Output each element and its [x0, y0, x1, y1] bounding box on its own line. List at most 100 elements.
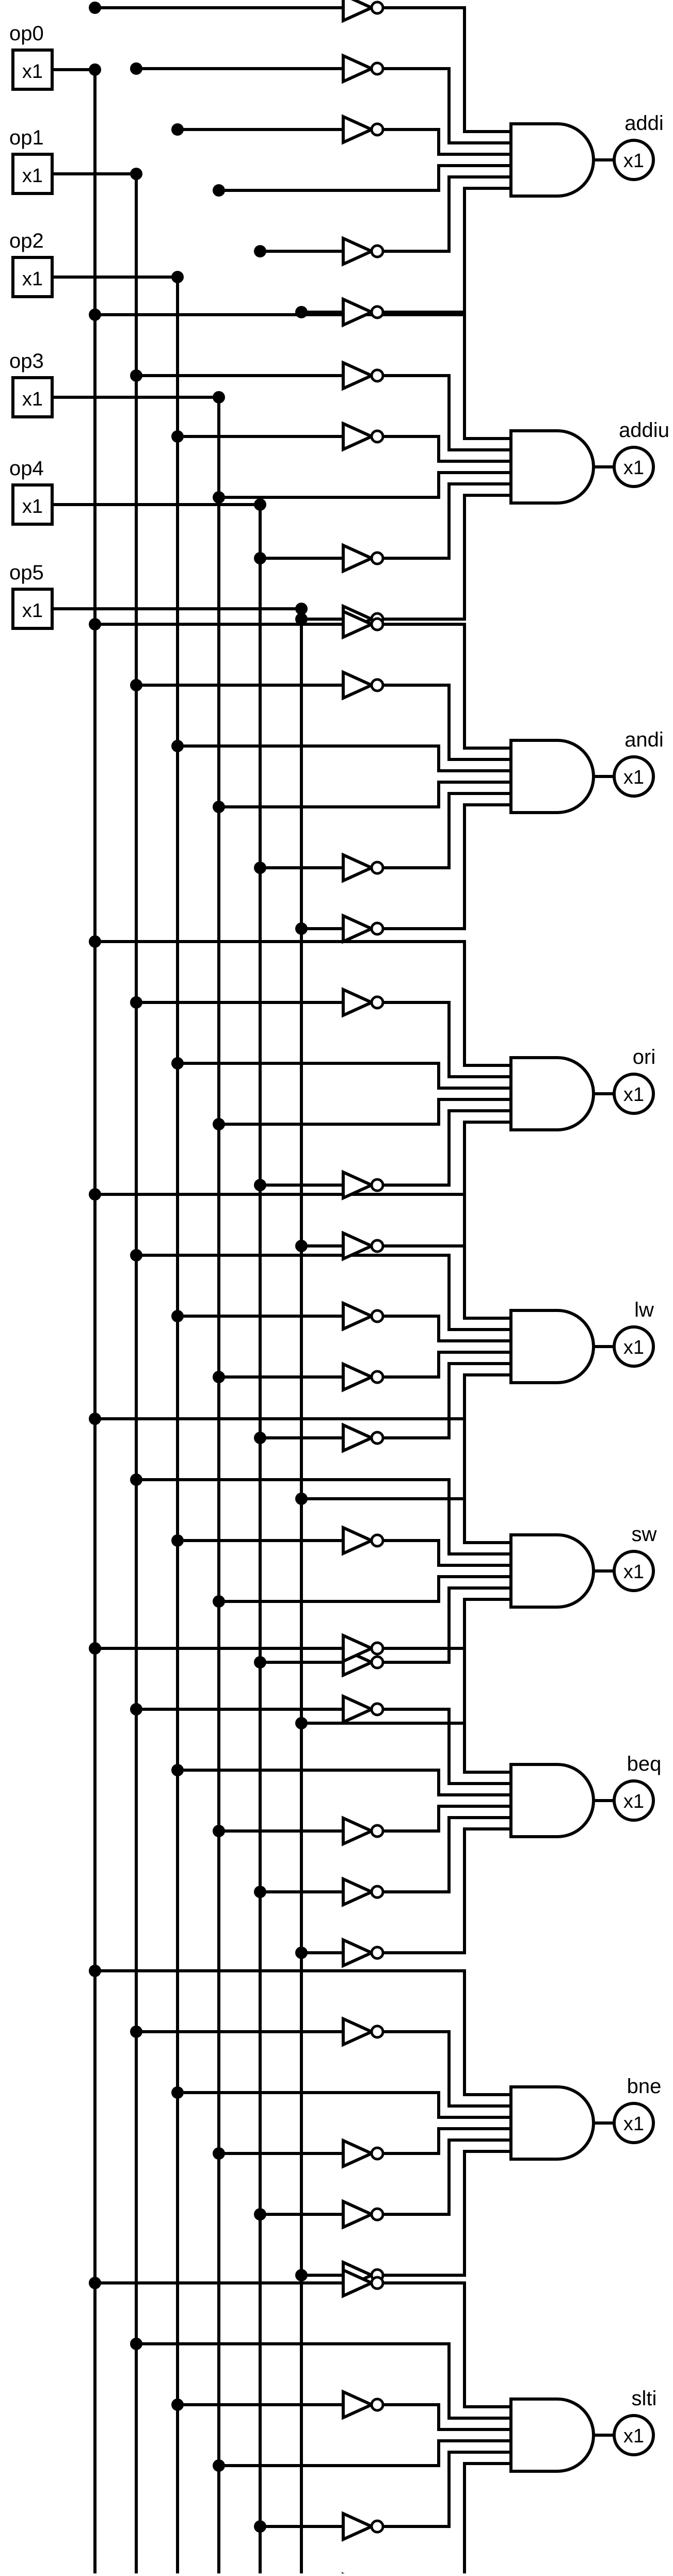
- input-box-op1: [11, 153, 54, 195]
- inverter-beq-op3: [342, 1816, 376, 1846]
- bus-junction-andi-op5: [295, 922, 308, 935]
- bus-junction-bne-op5: [295, 2269, 308, 2281]
- output-circle-addi: [613, 139, 655, 181]
- inverter-ori-op5: [342, 1230, 376, 1261]
- bus-junction-beq-op3: [213, 1825, 225, 1837]
- input-label-op3: op3: [9, 350, 44, 372]
- input-value-op4: x1: [22, 496, 43, 517]
- and-gate-slti: [509, 2397, 595, 2473]
- bus-junction-beq-op1: [130, 1703, 142, 1715]
- inverter-addiu-op1: [342, 360, 376, 391]
- bus-junction-addiu-op4: [254, 552, 266, 564]
- input-label-op1: op1: [9, 126, 44, 149]
- output-value-beq: x1: [623, 1791, 644, 1812]
- input-junction-op3: [213, 391, 225, 403]
- input-value-op1: x1: [22, 165, 43, 187]
- input-junction-op4: [254, 498, 266, 511]
- bus-junction-andi-op3: [213, 801, 225, 813]
- input-junction-op0: [89, 63, 101, 76]
- output-value-ori: x1: [623, 1084, 644, 1106]
- inverter-slti-op2: [342, 2389, 376, 2420]
- bus-junction-ori-op3: [213, 1118, 225, 1130]
- and-gate-andi: [509, 739, 595, 814]
- inverter-bubble-beq-op3: [370, 1824, 384, 1838]
- bus-junction-sw-op1: [130, 1473, 142, 1486]
- inverter-bubble-ori-op4: [370, 1178, 384, 1192]
- bus-junction-andi-op1: [130, 679, 142, 691]
- inverter-bubble-addi-op0: [370, 1, 384, 15]
- inverter-beq-op5: [342, 1937, 376, 1968]
- inverter-bubble-bne-op1: [370, 2024, 384, 2039]
- bus-junction-slti-op3: [213, 2459, 225, 2472]
- and-gate-sw: [509, 1533, 595, 1609]
- output-value-sw: x1: [623, 1561, 644, 1583]
- inverter-bubble-addiu-op4: [370, 551, 384, 565]
- inverter-bubble-beq-op0: [370, 1641, 384, 1656]
- output-label-andi: andi: [624, 728, 664, 751]
- bus-junction-slti-op2: [171, 2399, 184, 2411]
- inverter-andi-op4: [342, 852, 376, 883]
- inverter-bubble-sw-op2: [370, 1533, 384, 1548]
- inverter-bubble-beq-op5: [370, 1946, 384, 1960]
- input-box-op5: [11, 588, 54, 630]
- input-box-op3: [11, 376, 54, 418]
- bus-junction-addi-op5: [295, 306, 308, 318]
- bus-junction-beq-op4: [254, 1886, 266, 1898]
- input-label-op0: op0: [9, 22, 44, 45]
- output-value-slti: x1: [623, 2425, 644, 2447]
- input-value-op2: x1: [22, 268, 43, 290]
- input-box-op0: [11, 48, 54, 91]
- and-gate-addi: [509, 122, 595, 198]
- bus-junction-bne-op0: [89, 1965, 101, 1977]
- bus-junction-addi-op4: [254, 245, 266, 257]
- output-label-bne: bne: [627, 2075, 662, 2098]
- input-label-op4: op4: [9, 457, 44, 480]
- and-gate-lw: [509, 1309, 595, 1384]
- input-box-op4: [11, 483, 54, 526]
- output-circle-lw: [613, 1325, 655, 1368]
- bus-junction-addi-op1: [130, 62, 142, 75]
- output-label-beq: beq: [627, 1753, 662, 1775]
- bus-junction-sw-op4: [254, 1656, 266, 1668]
- bus-junction-lw-op1: [130, 1249, 142, 1261]
- inverter-addi-op4: [342, 236, 376, 267]
- bus-junction-ori-op5: [295, 1240, 308, 1252]
- inverter-lw-op2: [342, 1301, 376, 1332]
- inverter-addi-op0: [342, 0, 376, 23]
- output-value-addiu: x1: [623, 457, 644, 479]
- bus-junction-bne-op2: [171, 2086, 184, 2099]
- inverter-bubble-bne-op4: [370, 2207, 384, 2222]
- inverter-addi-op2: [342, 114, 376, 145]
- input-label-op5: op5: [9, 561, 44, 584]
- inverter-bubble-addi-op5: [370, 305, 384, 319]
- output-circle-slti: [613, 2414, 655, 2456]
- bus-junction-slti-op1: [130, 2338, 142, 2350]
- bus-junction-sw-op5: [295, 1717, 308, 1729]
- inverter-beq-op4: [342, 1876, 376, 1907]
- inverter-bubble-slti-op4: [370, 2519, 384, 2534]
- input-label-op2: op2: [9, 230, 44, 252]
- input-junction-op1: [130, 168, 142, 180]
- bus-junction-andi-op4: [254, 862, 266, 874]
- bus-junction-beq-op5: [295, 1947, 308, 1959]
- output-value-lw: x1: [623, 1337, 644, 1358]
- inverter-bubble-addi-op2: [370, 122, 384, 137]
- inverter-andi-op0: [342, 609, 376, 640]
- inverter-ori-op1: [342, 987, 376, 1018]
- bus-junction-addiu-op1: [130, 369, 142, 382]
- inverter-bubble-slti-op2: [370, 2397, 384, 2412]
- output-label-lw: lw: [634, 1299, 654, 1321]
- bus-junction-addiu-op0: [89, 309, 101, 321]
- output-circle-sw: [613, 1550, 655, 1592]
- input-junction-op5: [295, 603, 308, 615]
- bus-junction-lw-op0: [89, 1188, 101, 1201]
- input-value-op3: x1: [22, 388, 43, 410]
- inverter-ori-op4: [342, 1170, 376, 1201]
- inverter-addiu-op4: [342, 543, 376, 574]
- input-junction-op2: [171, 271, 184, 283]
- inverter-bne-op1: [342, 2016, 376, 2047]
- inverter-bne-op3: [342, 2138, 376, 2169]
- bus-junction-bne-op3: [213, 2147, 225, 2160]
- bus-junction-addiu-op3: [213, 491, 225, 504]
- output-value-bne: x1: [623, 2113, 644, 2135]
